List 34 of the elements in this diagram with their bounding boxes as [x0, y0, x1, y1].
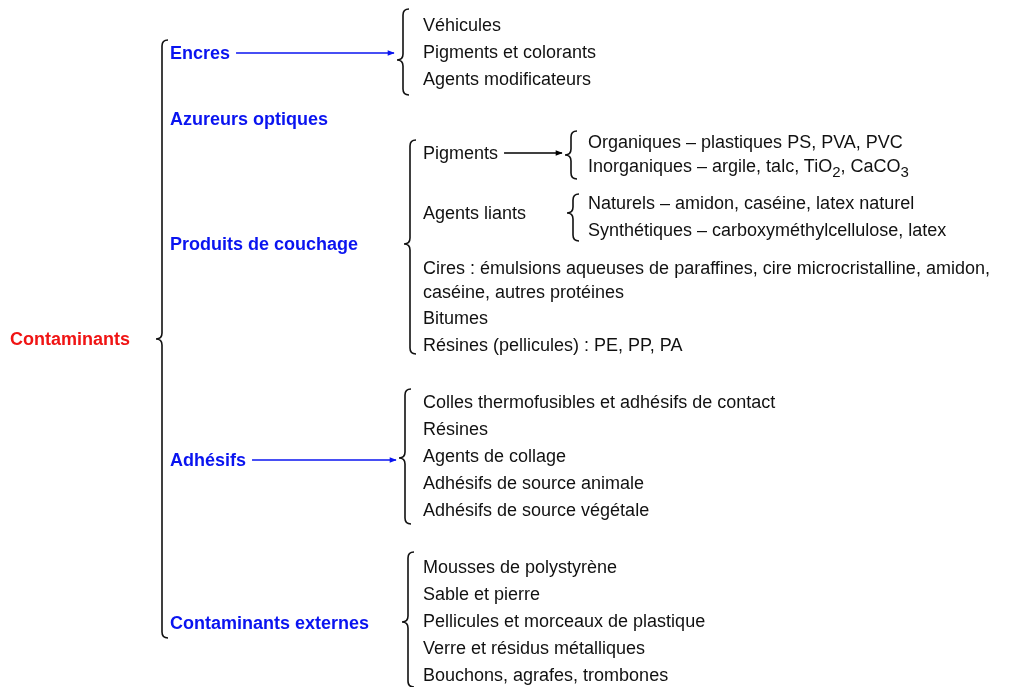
- item-text: Organiques – plastiques PS, PVA, PVC: [588, 130, 903, 154]
- item-text: Sable et pierre: [423, 582, 541, 606]
- category-label: Contaminants: [10, 327, 130, 351]
- curly-brace: [398, 388, 412, 525]
- item-text: Colles thermofusibles et adhésifs de contact: [423, 390, 776, 414]
- item-text: Naturels – amidon, caséine, latex naturel: [588, 191, 915, 215]
- category-label: Encres: [170, 39, 231, 67]
- category-label: Produits de couchage: [170, 232, 359, 256]
- category-label: Adhésifs: [170, 446, 247, 474]
- arrow: [503, 150, 563, 156]
- item-text: Agents modificateurs: [423, 67, 592, 91]
- item-text: Agents de collage: [423, 444, 567, 468]
- curly-brace: [564, 130, 578, 180]
- category-label: Azureurs optiques: [170, 107, 329, 131]
- item-text: Résines: [423, 417, 489, 441]
- category-label: Contaminants externes: [170, 611, 370, 635]
- item-text: Synthétiques – carboxyméthylcellulose, latex: [588, 218, 947, 242]
- category-label: Pigments: [423, 139, 499, 167]
- item-text: Bitumes: [423, 306, 489, 330]
- item-text: Adhésifs de source animale: [423, 471, 645, 495]
- item-text: Véhicules: [423, 13, 502, 37]
- item-text: Pellicules et morceaux de plastique: [423, 609, 706, 633]
- item-text: Résines (pellicules) : PE, PP, PA: [423, 333, 683, 357]
- arrow: [251, 457, 397, 463]
- arrow: [235, 50, 395, 56]
- item-text: Pigments et colorants: [423, 40, 597, 64]
- item-text: Inorganiques – argile, talc, TiO$_{2}$, CaCO$_{3}$: [588, 155, 909, 182]
- item-text: Verre et résidus métalliques: [423, 636, 646, 660]
- item-text: Bouchons, agrafes, trombones: [423, 663, 669, 687]
- item-text: Agents liants: [423, 201, 527, 225]
- curly-brace: [396, 8, 410, 96]
- item-text: Mousses de polystyrène: [423, 555, 618, 579]
- item-text: Cires : émulsions aqueuses de paraffines, cire microcristalline, amidon, caséine, autres protéines: [423, 257, 991, 304]
- item-text: Adhésifs de source végétale: [423, 498, 650, 522]
